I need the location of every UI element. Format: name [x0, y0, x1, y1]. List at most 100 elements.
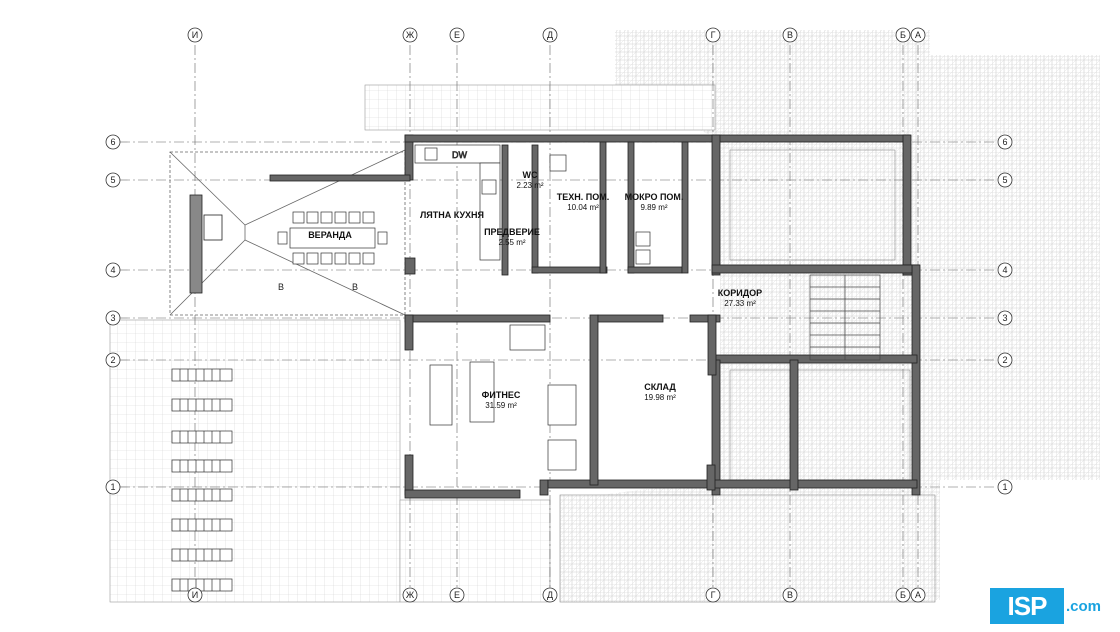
sun-lounger	[171, 488, 233, 502]
axis-bubble-vertical: Д	[542, 587, 558, 603]
axis-bubble-vertical: Б	[895, 27, 911, 43]
room-name: ПРЕДВЕРИЕ	[484, 227, 540, 237]
axis-label-vertical: А	[915, 30, 921, 40]
veranda-roof	[169, 149, 406, 316]
axis-label-horizontal: 6	[1002, 137, 1007, 147]
axis-label-vertical: И	[192, 590, 198, 600]
axis-label-vertical: А	[915, 590, 921, 600]
axis-label-horizontal: 2	[110, 355, 115, 365]
room-name: WC	[523, 170, 538, 180]
room-name: СКЛАД	[644, 382, 676, 392]
sun-lounger	[171, 430, 233, 444]
dishwasher-label: DW	[452, 150, 467, 160]
axis-bubble-vertical: Г	[705, 587, 721, 603]
room-area: 10.04 m²	[567, 203, 599, 212]
axis-bubble-horizontal: 2	[105, 352, 121, 368]
axis-bubble-vertical: Е	[449, 27, 465, 43]
room-area: 9.89 m²	[640, 203, 667, 212]
axis-bubble-vertical: Г	[705, 27, 721, 43]
axis-label-vertical: Г	[711, 30, 716, 40]
axis-bubble-horizontal: 4	[105, 262, 121, 278]
terrace-hatch	[560, 30, 1100, 600]
axis-bubble-horizontal: 5	[997, 172, 1013, 188]
sun-loungers	[171, 368, 233, 592]
room-area: 31.59 m²	[485, 401, 517, 410]
pool-deck	[109, 84, 936, 603]
axis-bubble-horizontal: 6	[997, 134, 1013, 150]
fitness-equipment	[429, 324, 577, 471]
room-name: ФИТНЕС	[482, 390, 521, 400]
sun-lounger	[171, 578, 233, 592]
sun-lounger	[171, 548, 233, 562]
axis-bubble-vertical: Д	[542, 27, 558, 43]
sun-lounger	[171, 368, 233, 382]
room-area: 19.98 m²	[644, 393, 676, 402]
axis-label-horizontal: 4	[110, 265, 115, 275]
axis-label-vertical: Д	[547, 30, 553, 40]
axis-bubble-horizontal: 2	[997, 352, 1013, 368]
axis-label-vertical: Е	[454, 590, 460, 600]
axis-bubble-vertical: В	[782, 587, 798, 603]
axis-bubble-vertical: Б	[895, 587, 911, 603]
axis-label-vertical: Е	[454, 30, 460, 40]
axis-label-vertical: И	[192, 30, 198, 40]
axis-label-vertical: Б	[900, 30, 906, 40]
dining-table	[277, 211, 388, 265]
axis-label-horizontal: 2	[1002, 355, 1007, 365]
kitchen-counter: DW	[414, 144, 501, 261]
bed-label-2: B	[352, 282, 358, 292]
room-name: МОКРО ПОМ.	[625, 192, 684, 202]
axis-label-horizontal: 5	[1002, 175, 1007, 185]
room-area: 2.23 m²	[516, 181, 543, 190]
sun-lounger	[171, 398, 233, 412]
axis-label-horizontal: 3	[1002, 313, 1007, 323]
grill	[189, 194, 223, 294]
axis-bubble-horizontal: 1	[105, 479, 121, 495]
site-logo: ISP .com	[990, 588, 1114, 624]
axis-bubble-vertical: Ж	[402, 27, 418, 43]
axis-label-horizontal: 5	[110, 175, 115, 185]
staircase	[809, 274, 881, 361]
axis-bubble-horizontal: 3	[105, 310, 121, 326]
axis-bubble-horizontal: 4	[997, 262, 1013, 278]
axis-label-horizontal: 6	[110, 137, 115, 147]
room-labels: ВЕРАНДА ЛЯТНА КУХНЯ WC2.23 m² ТЕХН. ПОМ.10.…	[308, 170, 762, 410]
axis-label-vertical: Ж	[406, 30, 415, 40]
logo-mark: ISP	[990, 588, 1064, 624]
axis-label-horizontal: 4	[1002, 265, 1007, 275]
axis-bubble-horizontal: 6	[105, 134, 121, 150]
axis-bubble-horizontal: 5	[105, 172, 121, 188]
axis-bubble-vertical: Ж	[402, 587, 418, 603]
room-name: ЛЯТНА КУХНЯ	[420, 210, 484, 220]
axis-label-vertical: В	[787, 30, 793, 40]
room-name: ТЕХН. ПОМ.	[557, 192, 609, 202]
axis-label-vertical: Г	[711, 590, 716, 600]
axis-bubble-vertical: И	[187, 27, 203, 43]
axis-bubble-horizontal: 1	[997, 479, 1013, 495]
bed-label-1: B	[278, 282, 284, 292]
axis-bubble-vertical: А	[910, 27, 926, 43]
axis-label-vertical: Д	[547, 590, 553, 600]
axis-bubble-vertical: И	[187, 587, 203, 603]
logo-suffix: .com	[1066, 598, 1102, 615]
axis-label-vertical: В	[787, 590, 793, 600]
room-area: 2.55 m²	[498, 238, 525, 247]
room-area: 27.33 m²	[724, 299, 756, 308]
axis-bubble-vertical: В	[782, 27, 798, 43]
axis-bubble-horizontal: 3	[997, 310, 1013, 326]
room-name: КОРИДОР	[718, 288, 762, 298]
axis-label-horizontal: 1	[110, 482, 115, 492]
washing-machines	[549, 154, 651, 265]
room-name: ВЕРАНДА	[308, 230, 352, 240]
axis-label-horizontal: 3	[110, 313, 115, 323]
axis-bubble-vertical: А	[910, 587, 926, 603]
axis-label-vertical: Б	[900, 590, 906, 600]
sun-lounger	[171, 518, 233, 532]
axis-label-horizontal: 1	[1002, 482, 1007, 492]
sun-lounger	[171, 459, 233, 473]
axis-bubble-vertical: Е	[449, 587, 465, 603]
walls	[269, 134, 921, 499]
axis-label-vertical: Ж	[406, 590, 415, 600]
